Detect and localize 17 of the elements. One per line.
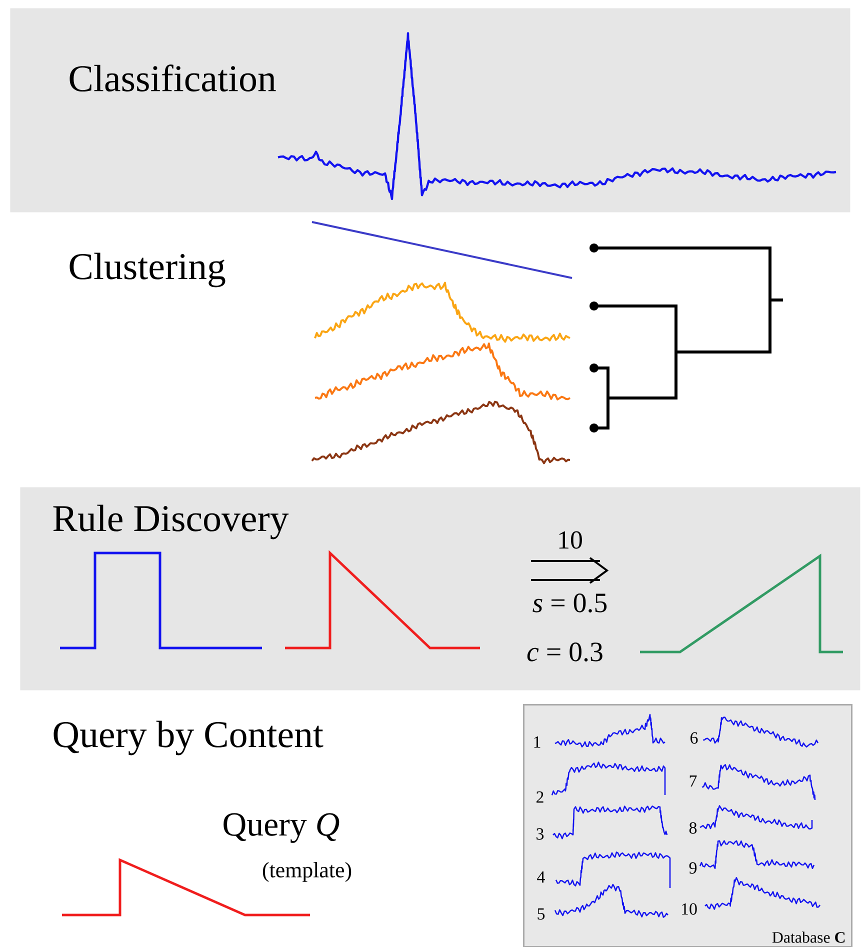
series-number: 10 xyxy=(682,903,697,915)
panel: Classification xyxy=(10,8,850,212)
label: (template) xyxy=(262,862,352,882)
label: Clustering xyxy=(70,252,226,288)
series-number: 4 xyxy=(537,871,545,883)
formula-label: s = 0.5 xyxy=(532,594,607,612)
label: 10 xyxy=(559,531,582,549)
series-number: 6 xyxy=(690,732,698,744)
label: Query Q xyxy=(224,813,340,843)
formula-label: c = 0.3 xyxy=(527,642,602,662)
series-number: 5 xyxy=(538,908,545,920)
series-number: 3 xyxy=(536,828,544,840)
series-number: 8 xyxy=(689,822,697,834)
series-number: 9 xyxy=(689,862,697,874)
series-number: 7 xyxy=(690,775,697,787)
series-number: 1 xyxy=(534,736,540,748)
series-number: 2 xyxy=(536,791,544,803)
